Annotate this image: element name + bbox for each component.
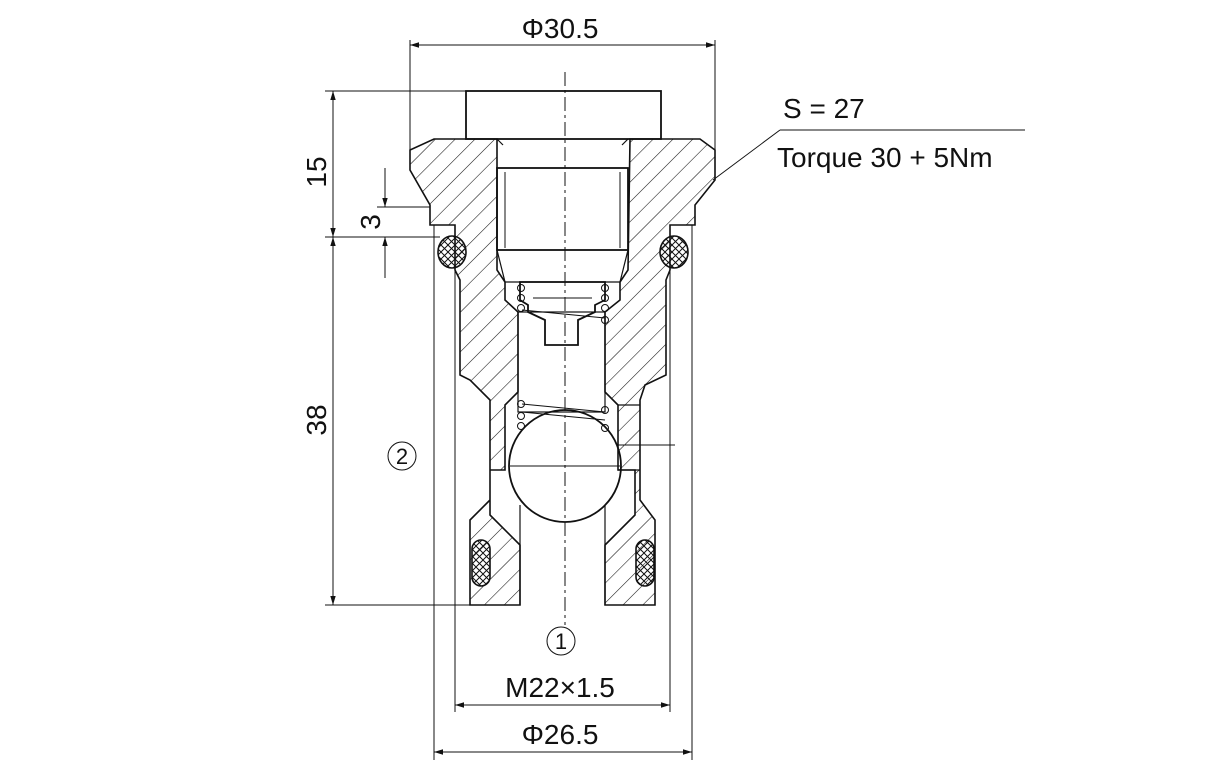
dimension-top-diameter: Φ30.5 bbox=[409, 13, 716, 150]
torque-note: Torque 30 + 5Nm bbox=[777, 142, 993, 173]
top-diameter-label: Φ30.5 bbox=[522, 13, 599, 44]
hex-head bbox=[465, 90, 662, 140]
height-3-label: 3 bbox=[355, 214, 386, 230]
valve-body-right bbox=[604, 138, 716, 606]
height-38-label: 38 bbox=[301, 404, 332, 435]
valve-body-left bbox=[409, 138, 521, 606]
o-ring-lower-left bbox=[471, 539, 491, 587]
o-ring-upper-left bbox=[437, 235, 467, 269]
inlet-bore bbox=[519, 404, 675, 605]
dimension-thread: M22×1.5 bbox=[454, 270, 671, 712]
dimension-bottom-diameter: Φ26.5 bbox=[433, 225, 693, 760]
wrench-size-note: S = 27 bbox=[783, 93, 865, 124]
dimension-height-38: 38 bbox=[301, 237, 470, 606]
o-ring-lower-right bbox=[635, 539, 655, 587]
port-2-callout: 2 bbox=[387, 441, 417, 471]
port-1-callout: 1 bbox=[546, 626, 576, 656]
spring-seat bbox=[519, 281, 606, 346]
leader-note: S = 27 Torque 30 + 5Nm bbox=[712, 93, 1025, 181]
spring-cavity bbox=[517, 284, 609, 432]
thread-label: M22×1.5 bbox=[505, 672, 615, 703]
inner-threaded-bore bbox=[496, 138, 629, 283]
dimension-height-15: 15 bbox=[301, 90, 466, 238]
port-1-label: 1 bbox=[555, 629, 567, 654]
bottom-diameter-label: Φ26.5 bbox=[522, 719, 599, 750]
o-ring-upper-right bbox=[659, 235, 689, 269]
port-2-label: 2 bbox=[396, 444, 408, 469]
dimension-height-3: 3 bbox=[355, 168, 430, 278]
height-15-label: 15 bbox=[301, 156, 332, 187]
